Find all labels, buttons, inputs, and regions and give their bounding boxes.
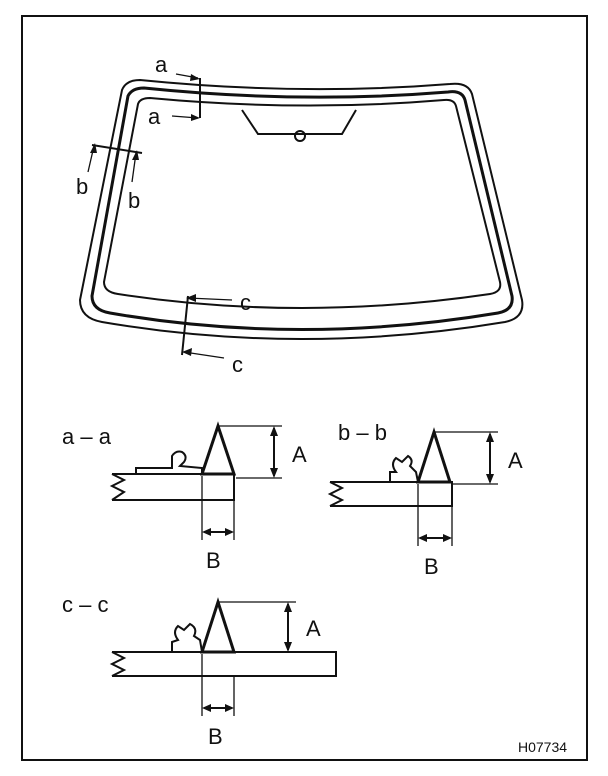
c-section-line [181, 295, 189, 356]
section-cc-title: c – c [62, 592, 108, 617]
a-upper-label: a [155, 52, 168, 77]
b-right-label: b [128, 188, 140, 213]
section-aa-break [109, 473, 127, 501]
a-upper-arrowhead [190, 74, 200, 81]
b-right-arrowhead [132, 150, 139, 160]
b-left-label: b [76, 174, 88, 199]
c-upper-arrowhead [186, 294, 196, 302]
section-aa-dam [199, 421, 237, 476]
windshield: a a b b c c [76, 52, 524, 377]
a-lower-label: a [148, 104, 161, 129]
b-section-line [91, 144, 143, 154]
b-left-arrowhead [90, 143, 97, 153]
section-bb-dim-b-label: B [424, 554, 439, 579]
windshield-inner-edge [102, 96, 502, 309]
mirror-mount-circle [294, 130, 306, 142]
section-bb-clip [389, 454, 419, 483]
section-cc-dim-b-label: B [208, 724, 223, 749]
section-aa-molding [135, 450, 203, 474]
section-cc-clip [171, 622, 203, 653]
figure-border [21, 15, 588, 761]
section-cc: c – c A B [62, 592, 337, 749]
section-aa-dim-a-label: A [292, 442, 307, 467]
section-bb-dam [415, 427, 453, 484]
section-aa-dim-b-label: B [206, 548, 221, 573]
c-lower-arrowhead [182, 348, 192, 356]
c-lower-label: c [232, 352, 243, 377]
windshield-molding [90, 86, 514, 331]
section-aa-title: a – a [62, 424, 112, 449]
section-cc-dim-a-label: A [306, 616, 321, 641]
section-cc-dam [199, 597, 237, 654]
section-aa-glass [112, 473, 235, 501]
section-bb-title: b – b [338, 420, 387, 445]
section-cc-break [109, 651, 127, 677]
figure-code: H07734 [518, 739, 567, 755]
mirror-base-notch [241, 109, 357, 135]
section-aa: a – a A B [62, 421, 307, 573]
section-bb-break [327, 481, 345, 507]
c-upper-label: c [240, 290, 251, 315]
section-bb-glass [330, 481, 453, 507]
section-bb: b – b A B [327, 420, 523, 579]
section-bb-dim-a-label: A [508, 448, 523, 473]
section-cc-glass [112, 651, 337, 677]
a-lower-arrowhead [191, 114, 200, 121]
windshield-outer-edge [78, 78, 524, 340]
